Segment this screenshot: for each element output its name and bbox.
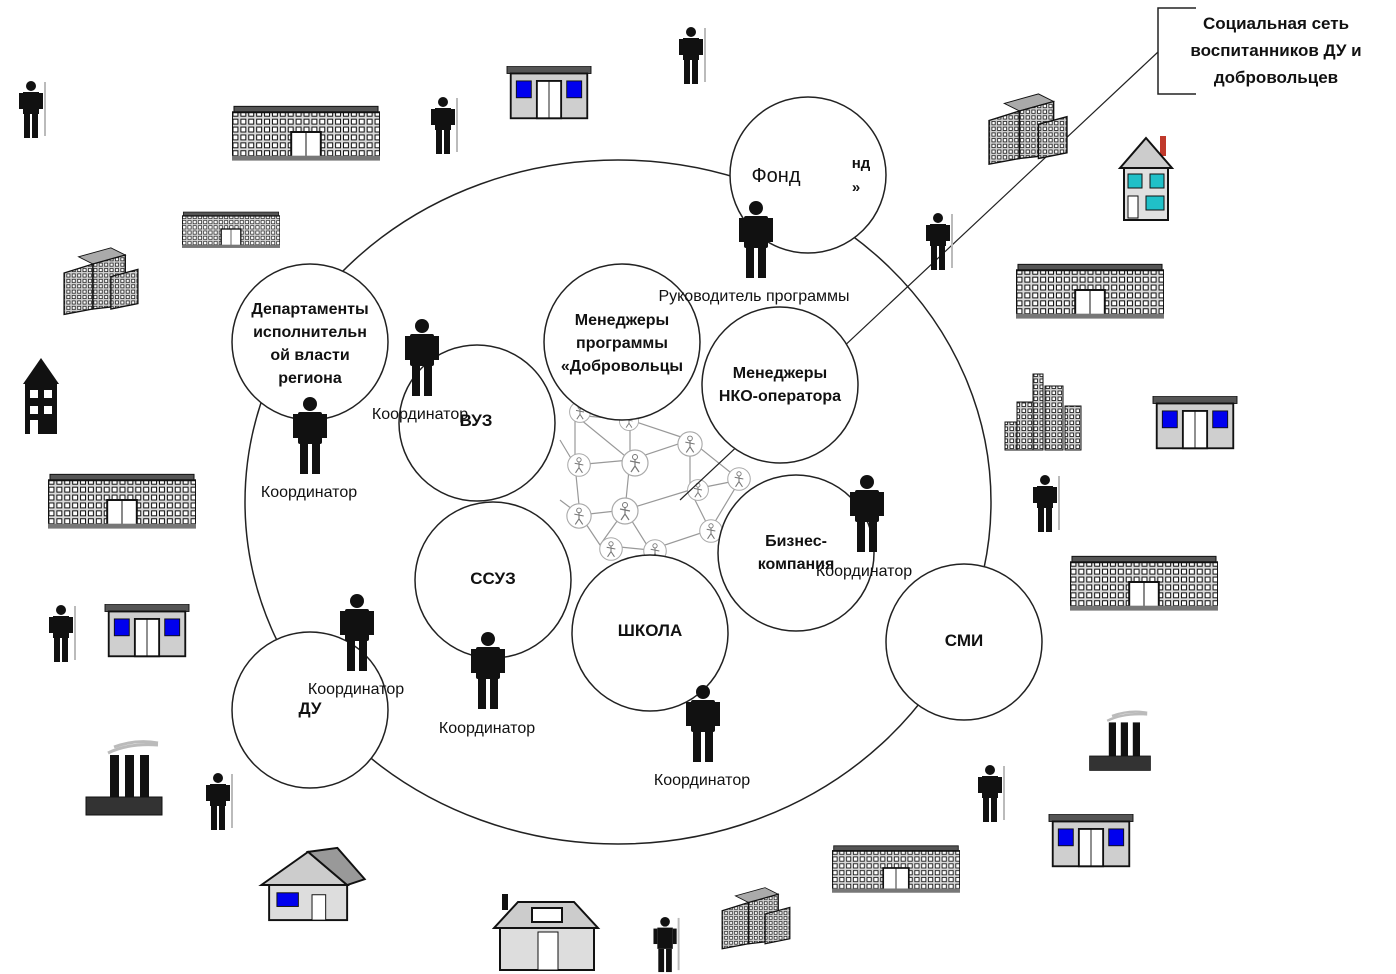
callout-line-3: добровольцев [1214, 68, 1338, 87]
person-icon [18, 80, 46, 139]
managers-program-line-1: Менеджеры [575, 312, 669, 329]
person-icon [430, 96, 458, 155]
managers-program-circle: Менеджеры программы «Добровольцы [543, 263, 701, 421]
school-label: ШКОЛА [618, 621, 682, 640]
block-building-icon [721, 886, 791, 950]
block-building-icon [63, 247, 139, 316]
smi-label: СМИ [945, 631, 983, 650]
fond-hidden-line-1: нд [852, 155, 871, 172]
managers-program-line-2: программы [576, 335, 668, 352]
callout-line-2: воспитанников ДУ и [1190, 41, 1361, 60]
departments-line-2: исполнительн [253, 324, 367, 341]
coordinator-label: Координатор [816, 563, 912, 580]
person-icon [48, 604, 76, 663]
coordinator-label: Координатор [654, 772, 750, 789]
ssuz-circle: ССУЗ [414, 501, 572, 659]
vuz-label: ВУЗ [460, 411, 493, 430]
person-icon [678, 26, 706, 85]
fond-label: Фонд [751, 165, 800, 187]
shop-icon [104, 604, 190, 658]
coordinator-label: Координатор [372, 406, 468, 423]
volunteer-icon [566, 503, 592, 529]
shop-icon [1152, 396, 1238, 450]
house-icon [493, 893, 599, 971]
office-building-icon [1070, 555, 1218, 612]
volunteer-icon [599, 537, 623, 561]
outer-region-circle [244, 159, 992, 845]
house-icon [260, 846, 366, 922]
managers-program-line-3: «Добровольцы [561, 358, 683, 375]
office-building-icon [832, 844, 960, 894]
managers-nko-line-1: Менеджеры [733, 365, 827, 382]
person-icon [925, 212, 953, 271]
skyscraper-cluster-icon [1004, 373, 1082, 451]
person-icon [1032, 474, 1060, 533]
departments-line-4: региона [278, 370, 342, 387]
volunteer-icon [677, 431, 703, 457]
factory-icon [1088, 710, 1152, 772]
ssuz-label: ССУЗ [470, 569, 516, 588]
business-line-2: компания [758, 556, 835, 573]
person-icon [205, 772, 233, 831]
office-building-icon [232, 105, 380, 162]
fond-circle: нд » Фонд [729, 96, 887, 254]
managers-nko-line-2: НКО-оператора [719, 388, 841, 405]
departments-line-1: Департаменты [251, 301, 368, 318]
coordinator-label: Координатор [261, 484, 357, 501]
person-icon [977, 764, 1005, 823]
business-line-1: Бизнес- [765, 533, 827, 550]
office-building-icon [48, 473, 196, 530]
house-icon [23, 358, 59, 434]
person-icon [652, 916, 680, 974]
vuz-circle: ВУЗ [398, 344, 556, 502]
program-head-label: Руководитель программы [658, 288, 849, 305]
house-icon [1119, 135, 1173, 221]
callout-line-1: Социальная сеть [1203, 14, 1349, 33]
volunteer-icon [567, 453, 591, 477]
office-building-icon [182, 211, 280, 249]
fond-hidden-line-2: » [852, 179, 860, 196]
coordinator-label: Координатор [308, 681, 404, 698]
volunteer-icon [727, 467, 751, 491]
volunteer-icon [621, 449, 649, 477]
shop-icon [1048, 814, 1134, 868]
block-building-icon [988, 93, 1068, 165]
factory-icon [84, 740, 164, 817]
school-circle: ШКОЛА [571, 554, 729, 712]
departments-circle: Департаменты исполнительн ой власти реги… [231, 263, 389, 421]
business-circle: Бизнес- компания [717, 474, 875, 632]
du-label: ДУ [299, 699, 322, 718]
managers-nko-circle: Менеджеры НКО-оператора [701, 306, 859, 464]
volunteer-icon [611, 497, 639, 525]
office-building-icon [1016, 263, 1164, 320]
departments-line-3: ой власти [270, 347, 349, 364]
du-circle: ДУ [231, 631, 389, 789]
coordinator-label: Координатор [439, 720, 535, 737]
smi-circle: СМИ [885, 563, 1043, 721]
shop-icon [506, 66, 592, 120]
